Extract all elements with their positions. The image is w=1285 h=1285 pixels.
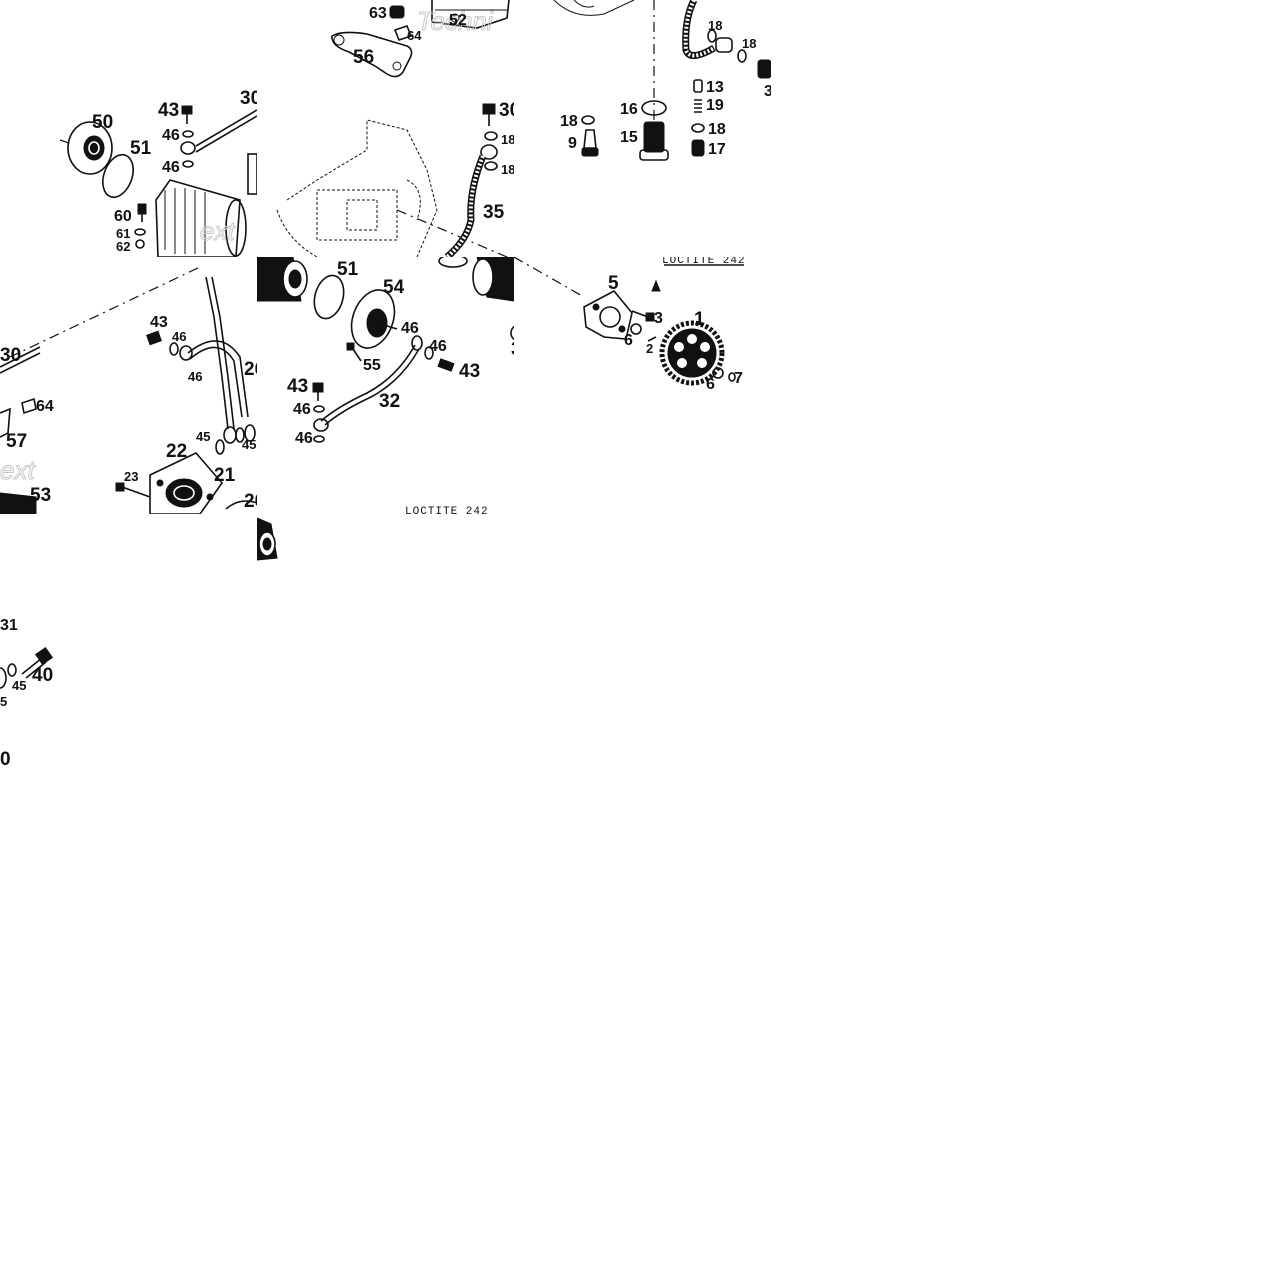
part-label-57: 57 (6, 431, 27, 452)
banjo-bolt-drawing: 31 40 45 5 0 (0, 617, 53, 770)
part-label-51: 51 (130, 138, 152, 159)
part-label-7: 7 (734, 370, 743, 387)
loctite-note: LOCTITE 242 (662, 257, 746, 267)
part-label-31: 31 (0, 617, 18, 634)
part-label-46-a: 46 (401, 320, 419, 337)
part-label-21: 21 (214, 465, 236, 486)
part-label-43-a: 43 (459, 361, 480, 382)
part-label-18-c: 18 (708, 121, 726, 138)
part-label-43-b: 43 (287, 376, 308, 397)
part-label-2: 2 (646, 341, 653, 356)
watermark-text: ext (0, 455, 36, 485)
part-label-46-d: 46 (295, 430, 313, 447)
part-label-3: 3 (764, 83, 771, 100)
part-label-50: 50 (92, 112, 113, 133)
part-label-46-b: 46 (188, 369, 202, 384)
part-label-18-d: 18 (560, 113, 578, 130)
filter-screen-and-plug-drawing: 18 18 3 13 19 18 17 16 15 18 9 (553, 0, 771, 161)
part-label-3: 3 (654, 310, 663, 327)
part-label-46-b: 46 (162, 159, 180, 176)
tile-left-lower: ext 30 43 46 46 26 64 57 22 21 23 45 45 … (0, 257, 257, 514)
part-label-16: 16 (620, 101, 638, 118)
oil-pump-and-gear-drawing: 5 3 1 6 2 6 7 LOCTITE 242 (514, 257, 746, 393)
part-label-32: 32 (379, 391, 400, 412)
part-label-1: 1 (694, 309, 705, 330)
part-label-43: 43 (158, 100, 179, 121)
part-label-40: 40 (32, 665, 53, 686)
part-label-61: 61 (116, 226, 130, 241)
part-label-46-a: 46 (162, 127, 180, 144)
part-label-46-a: 46 (172, 329, 186, 344)
tile-left-upper: ext 50 43 30 46 51 46 60 61 62 (0, 90, 257, 257)
oil-filter-housing-drawing: ext 50 43 30 46 51 46 60 61 62 (59, 90, 257, 257)
tile-bottom-left: 31 40 45 5 0 (0, 514, 257, 771)
part-label-51: 51 (337, 259, 359, 280)
part-label-5: 5 (608, 273, 619, 294)
part-label-45: 45 (12, 678, 26, 693)
part-label-63: 63 (369, 5, 387, 22)
watermark-text: Techni (417, 6, 494, 36)
part-label-55: 55 (363, 357, 381, 374)
part-label-18-a: 18 (501, 132, 514, 147)
part-label-30: 30 (240, 90, 257, 109)
part-label-23: 23 (124, 469, 138, 484)
part-label-6-b: 6 (706, 376, 715, 393)
part-label-30: 30 (0, 345, 21, 366)
tile-center: 30 18 18 35 (257, 90, 514, 257)
part-label-26: 26 (244, 359, 257, 380)
part-label-53: 53 (30, 485, 51, 506)
part-label-18-b: 18 (742, 36, 756, 51)
part-label-64: 64 (36, 398, 54, 415)
part-label-62: 62 (116, 239, 130, 254)
watermark-text: ext (200, 216, 236, 246)
tile-fragment (257, 514, 287, 564)
tile-top-right: 18 18 3 13 19 18 17 16 15 18 9 (514, 0, 771, 257)
part-label-54: 54 (383, 277, 405, 298)
part-label-15: 15 (620, 129, 638, 146)
crankcase-and-hose-drawing: 30 18 18 35 (276, 100, 514, 257)
part-label-35: 35 (483, 202, 505, 223)
part-label-13: 13 (706, 79, 724, 96)
part-label-6-a: 6 (624, 332, 633, 349)
part-label-56: 56 (353, 47, 374, 68)
oil-pipes-and-pump-cover-drawing: ext 30 43 46 46 26 64 57 22 21 23 45 45 … (0, 266, 257, 514)
part-label-60: 60 (114, 208, 132, 225)
part-label-5: 5 (0, 694, 7, 709)
filter-cover-and-oil-line-drawing: 51 54 46 46 55 43 43 46 32 46 37 LOCTITE… (257, 257, 514, 514)
tile-middle-lower: 51 54 46 46 55 43 43 46 32 46 37 LOCTITE… (257, 257, 514, 514)
bracket-and-mount-drawing: Techni 63 64 52 56 (331, 0, 510, 78)
part-label-0: 0 (0, 749, 11, 770)
part-label-46-b: 46 (429, 338, 447, 355)
part-label-19: 19 (706, 97, 724, 114)
part-label-45-b: 45 (242, 437, 256, 452)
part-label-22: 22 (166, 441, 187, 462)
part-label-37: 37 (511, 339, 514, 360)
part-label-45-a: 45 (196, 429, 210, 444)
part-label-46-c: 46 (293, 401, 311, 418)
part-label-18-b: 18 (501, 162, 514, 177)
part-label-43: 43 (150, 314, 168, 331)
part-label-20: 20 (244, 491, 257, 512)
filter-end-fragment (257, 517, 278, 561)
part-label-64: 64 (407, 28, 422, 43)
part-label-30: 30 (499, 100, 514, 121)
part-label-17: 17 (708, 141, 726, 158)
loctite-note: LOCTITE 242 (405, 506, 489, 514)
part-label-9: 9 (568, 135, 577, 152)
tile-right-middle: 5 3 1 6 2 6 7 LOCTITE 242 (514, 257, 771, 514)
part-label-18-a: 18 (708, 18, 722, 33)
part-label-52: 52 (449, 12, 467, 29)
